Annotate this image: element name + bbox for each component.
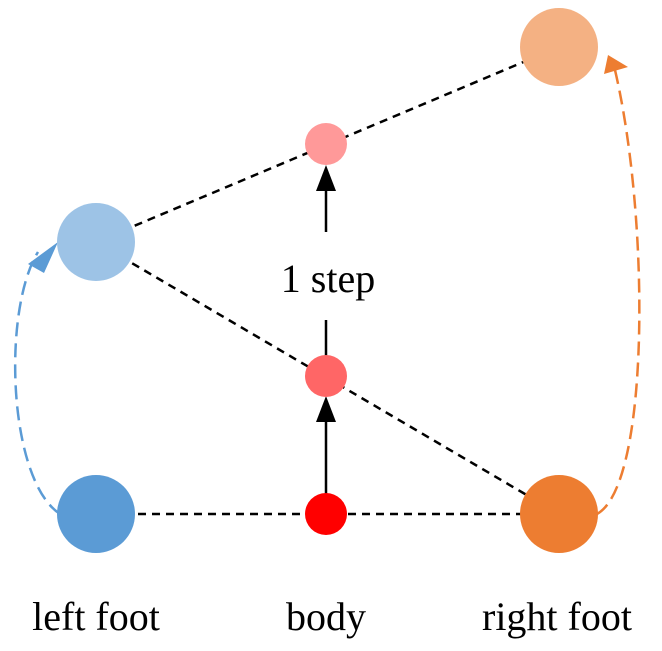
right-foot-final-circle bbox=[520, 8, 598, 86]
body-middle-circle bbox=[305, 355, 347, 397]
right-foot-swing-arrow bbox=[596, 69, 641, 516]
body-label: body bbox=[286, 594, 366, 639]
right-foot-swing-arrowhead bbox=[604, 55, 628, 74]
body-initial-circle bbox=[305, 493, 347, 535]
left-foot-next-circle bbox=[57, 203, 135, 281]
left-foot-swing-arrow bbox=[13, 251, 61, 516]
right-foot-initial-circle bbox=[520, 475, 598, 553]
body-arrow-lower-head bbox=[316, 396, 336, 422]
right-foot-label: right foot bbox=[482, 594, 632, 639]
left-foot-label: left foot bbox=[32, 594, 160, 639]
body-final-circle bbox=[305, 123, 347, 165]
step-label: 1 step bbox=[281, 256, 375, 301]
left-foot-swing-arrowhead bbox=[28, 242, 58, 273]
left-foot-initial-circle bbox=[57, 475, 135, 553]
step-arrow-head bbox=[316, 165, 336, 191]
